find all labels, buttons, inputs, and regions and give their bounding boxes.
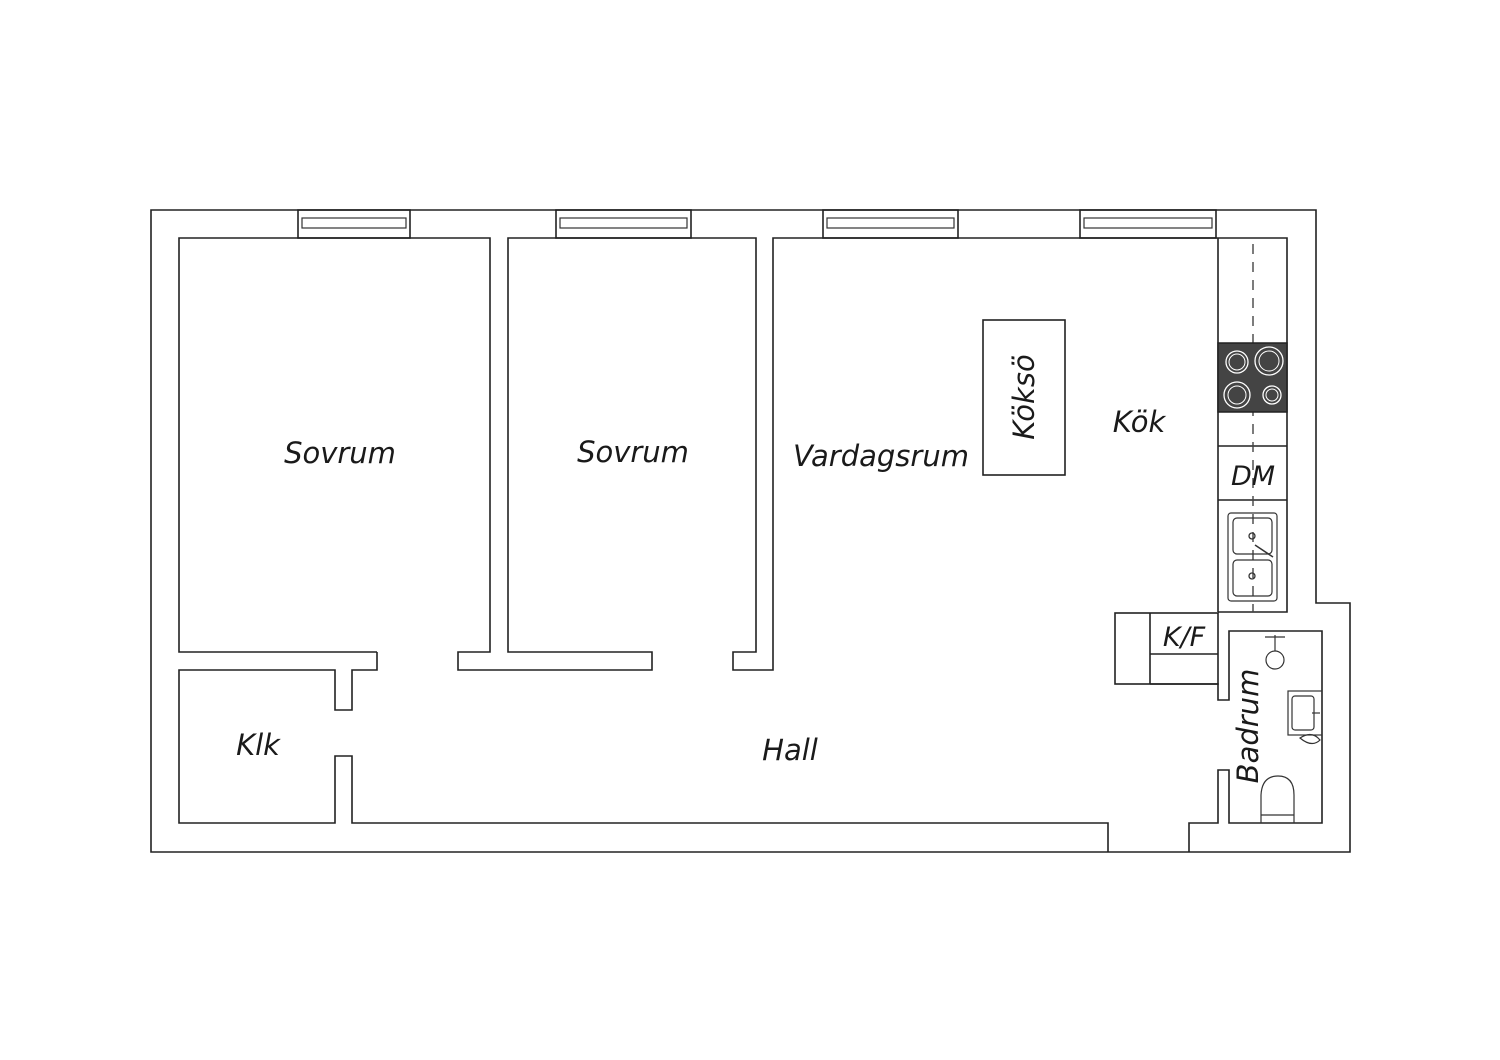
room-label-dm: DM [1231, 461, 1275, 492]
window-1 [297, 209, 411, 239]
room-label-sovrum-1: Sovrum [284, 436, 396, 470]
sink-icon [1227, 512, 1278, 602]
stove-icon [1217, 342, 1288, 413]
window-3 [822, 209, 959, 239]
room-label-klk: Klk [236, 728, 281, 762]
room-label-vardagsrum: Vardagsrum [793, 439, 969, 473]
toilet-icon [1260, 775, 1295, 823]
outer-wall-outline [150, 209, 1351, 853]
room-label-sovrum-2: Sovrum [577, 435, 689, 469]
room-label-kokso: Köksö [1007, 354, 1041, 439]
window-4 [1079, 209, 1217, 239]
room-label-kf: K/F [1163, 622, 1206, 653]
windows [297, 209, 1217, 239]
room-label-badrum: Badrum [1231, 669, 1265, 784]
window-2 [555, 209, 692, 239]
interior-walls [178, 237, 1323, 852]
room-label-kok: Kök [1113, 405, 1167, 439]
shower-icon [1265, 635, 1285, 670]
kitchen-island [982, 319, 1066, 476]
room-label-hall: Hall [762, 733, 818, 767]
washbasin-icon [1287, 690, 1323, 745]
